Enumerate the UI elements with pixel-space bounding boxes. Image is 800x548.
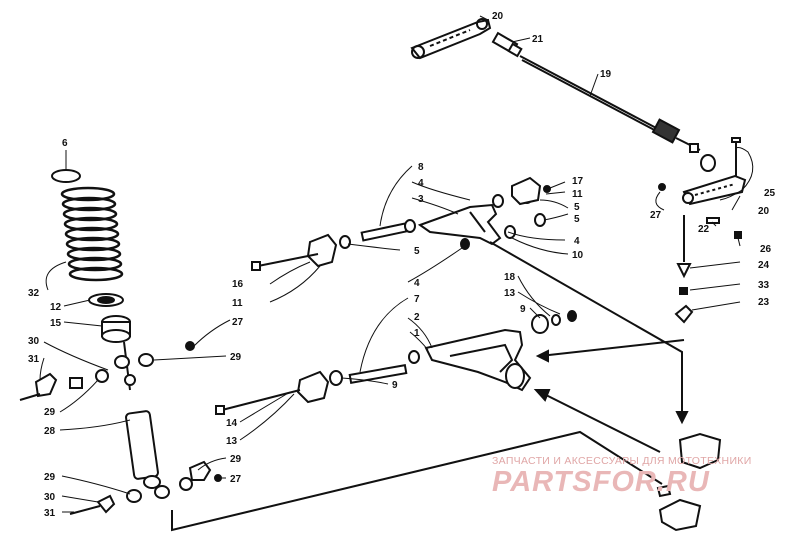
spring-seat-part-12 (88, 293, 124, 307)
callout-15: 15 (50, 318, 62, 329)
callout-7: 7 (414, 294, 420, 305)
callout-labels: 20 21 19 8 4 3 17 11 5 5 4 10 5 4 16 11 … (28, 11, 776, 519)
callout-6: 6 (62, 138, 68, 149)
callout-9-left: 9 (392, 380, 398, 391)
watermark-brand: PARTSFOR.RU (492, 466, 710, 498)
adjuster-part-15 (101, 315, 131, 343)
ball-joint-parts-23-24-33 (674, 215, 694, 324)
callout-5-right-2: 5 (574, 214, 580, 225)
steering-arm-part-20-lower (682, 174, 747, 206)
callout-13-right: 13 (504, 288, 516, 299)
callout-1: 1 (414, 328, 420, 339)
tie-rod-end-part-21 (491, 31, 523, 58)
callout-26: 26 (760, 244, 772, 255)
callout-11-top: 11 (572, 189, 583, 200)
callout-27-lower: 27 (230, 474, 242, 485)
callout-5-right-1: 5 (574, 202, 580, 213)
callout-32: 32 (28, 288, 40, 299)
lower-a-arm-part-1 (424, 328, 532, 392)
spring-cap-part-6 (51, 169, 81, 183)
spindle-bracket (656, 432, 722, 532)
steering-bushing-part-25 (700, 137, 741, 182)
steering-arm-part-20-top (410, 18, 492, 60)
callout-20-lower: 20 (758, 206, 770, 217)
callout-27-mid: 27 (232, 317, 244, 328)
callout-27-right: 27 (650, 210, 662, 221)
callout-25: 25 (764, 188, 776, 199)
lower-mount-bracket (296, 370, 330, 404)
callout-20-top: 20 (492, 11, 504, 22)
callout-28: 28 (44, 426, 56, 437)
callout-30-lower: 30 (44, 492, 56, 503)
callout-4-right: 4 (574, 236, 580, 247)
shock-mount-hardware (19, 341, 222, 515)
callout-31-top: 31 (28, 354, 40, 365)
callout-19: 19 (600, 69, 612, 80)
leader-lines (39, 15, 754, 513)
callout-4-top: 4 (418, 178, 424, 189)
watermark-tagline: ЗАПЧАСТИ И АКСЕССУАРЫ ДЛЯ МОТОТЕХНИКИ (492, 455, 752, 467)
callout-30-top: 30 (28, 336, 40, 347)
callout-23: 23 (758, 297, 770, 308)
small-parts-22-26-27 (658, 183, 742, 239)
callout-29-lower-right: 29 (230, 454, 242, 465)
tie-rod-part-19 (519, 55, 701, 153)
callout-22: 22 (698, 224, 710, 235)
coil-spring-part-32 (60, 186, 124, 282)
callout-33: 33 (758, 280, 770, 291)
callout-13-left: 13 (226, 436, 238, 447)
callout-12: 12 (50, 302, 62, 313)
callout-31-lower: 31 (44, 508, 56, 519)
callout-4-lower: 4 (414, 278, 420, 289)
callout-11-left: 11 (232, 298, 243, 309)
callout-14: 14 (226, 418, 238, 429)
callout-29-left: 29 (44, 407, 56, 418)
upper-a-arm-part-3 (417, 203, 502, 246)
upper-mount-bracket-right (511, 176, 551, 206)
callout-3: 3 (418, 194, 424, 205)
callout-18: 18 (504, 272, 516, 283)
callout-10: 10 (572, 250, 584, 261)
callout-21: 21 (532, 34, 544, 45)
routing-arrows (171, 241, 689, 532)
callout-24: 24 (758, 260, 770, 271)
callout-5-left: 5 (414, 246, 420, 257)
callout-29-lower-left: 29 (44, 472, 56, 483)
callout-17: 17 (572, 176, 584, 187)
upper-mount-bracket-left (306, 233, 338, 268)
upper-bolt-part-16 (251, 253, 319, 271)
shock-body-part-28 (123, 341, 161, 489)
callout-2: 2 (414, 312, 420, 323)
callout-9-right: 9 (520, 304, 526, 315)
callout-8: 8 (418, 162, 424, 173)
callout-29-mid: 29 (230, 352, 242, 363)
callout-16: 16 (232, 279, 244, 290)
